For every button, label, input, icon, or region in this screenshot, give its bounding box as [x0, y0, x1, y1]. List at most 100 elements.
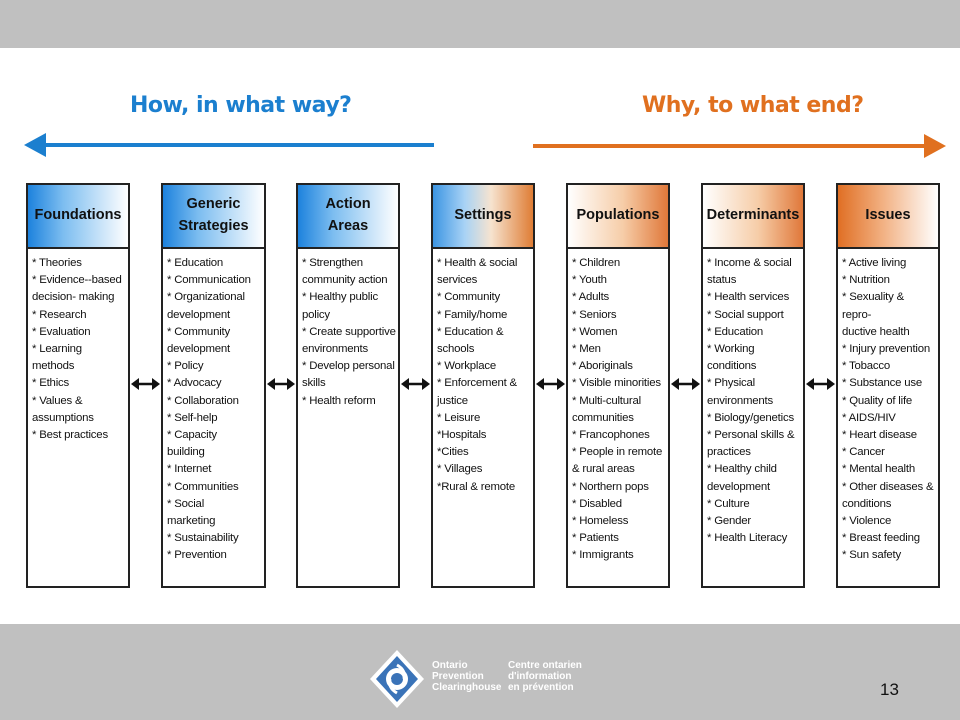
double-arrow-icon [267, 378, 295, 390]
list-item: * Personal skills & practices [707, 429, 795, 459]
list-item: * Strengthen community action [302, 257, 388, 287]
column-title: Populations [568, 185, 668, 249]
list-item: * Violence [842, 515, 892, 528]
list-item: * Sustainability [167, 532, 239, 545]
column-title: Settings [433, 185, 533, 249]
list-item: * Disabled [572, 497, 622, 510]
list-item: * Enforcement & justice [437, 377, 517, 407]
list-item: * Internet [167, 463, 212, 476]
list-item: * Sun safety [842, 549, 902, 562]
list-item: * Evidence--based decision- making [32, 274, 122, 304]
how-heading: How, in what way? [130, 93, 352, 118]
list-item: * Villages [437, 463, 483, 476]
list-item: * Women [572, 325, 618, 338]
double-arrow-icon [671, 378, 700, 390]
list-item: * Health & social services [437, 257, 518, 287]
list-item: * Community [437, 291, 500, 304]
list-item: * Learning methods [32, 343, 82, 373]
double-arrow-icon [536, 378, 565, 390]
list-item: * Mental health [842, 463, 915, 476]
item-list: * Active living * Nutrition * Sexuality & … [838, 249, 938, 565]
list-item: * Gender [707, 515, 751, 528]
column-issues: Issues * Active living * Nutrition * Sexua… [836, 183, 940, 588]
item-list: * Strengthen community action * Healthy p… [298, 249, 398, 410]
list-item: * Communities [167, 480, 239, 493]
page-number: 13 [880, 680, 899, 699]
list-item: * Advocacy [167, 377, 222, 390]
list-item: * People in remote & rural areas [572, 446, 663, 476]
list-item: * Aboriginals [572, 360, 633, 373]
list-item: * Develop personal skills [302, 360, 395, 390]
list-item: *Cities [437, 446, 469, 459]
column-title: Action Areas [298, 185, 398, 249]
column-title: Issues [838, 185, 938, 249]
list-item: * Collaboration [167, 394, 239, 407]
list-item: * Create supportive environments [302, 325, 396, 356]
list-item: * Education & schools [437, 325, 504, 356]
list-item: * Ethics [32, 377, 70, 390]
list-item: * Communication [167, 274, 251, 287]
list-item: * Francophones [572, 429, 650, 442]
list-item: * Breast feeding [842, 532, 920, 545]
list-item: * Capacity building [167, 429, 217, 459]
list-item: * Visible minorities [572, 377, 661, 390]
list-item: * Evaluation [32, 325, 91, 338]
column-determinants: Determinants * Income & social status * H… [701, 183, 805, 588]
list-item: * Community development [167, 325, 231, 356]
list-item: * AIDS/HIV [842, 411, 896, 424]
footer-bar [0, 624, 960, 720]
list-item: * Quality of life [842, 394, 913, 407]
list-item: * Social marketing [167, 497, 216, 528]
list-item: * Workplace [437, 360, 496, 373]
list-item: *Hospitals [437, 429, 487, 442]
item-list: * Health & social services * Community * F… [433, 249, 533, 496]
org-name-french: Centre ontarien d'information en prévent… [508, 660, 582, 693]
list-item: * Health Literacy [707, 532, 788, 545]
list-item: * Patients [572, 532, 619, 545]
column-title: Generic Strategies [163, 185, 264, 249]
column-populations: Populations * Children* Youth* Adults* S… [566, 183, 670, 588]
clearinghouse-logo-icon [370, 650, 424, 708]
item-list: * Children* Youth* Adults* Seniors* Wome… [568, 249, 668, 565]
list-item: * Active living [842, 257, 907, 269]
double-arrow-icon [806, 378, 835, 390]
list-item: * Self-help [167, 411, 218, 424]
list-item: * Working conditions [707, 343, 757, 373]
list-item: * Family/home [437, 308, 508, 321]
list-item: * Health reform [302, 394, 376, 407]
list-item: * Northern pops [572, 480, 649, 493]
list-item: * Health services [707, 291, 790, 304]
list-item: *Rural & remote [437, 480, 516, 493]
list-item: * Healthy child development [707, 463, 777, 493]
list-item: * Men [572, 343, 601, 356]
list-item: * Substance use [842, 377, 922, 390]
list-item: * Healthy public policy [302, 291, 378, 321]
list-item: * Homeless [572, 515, 629, 528]
org-name-english: Ontario Prevention Clearinghouse [432, 660, 502, 693]
list-item: * Immigrants [572, 549, 634, 562]
list-item: * Injury prevention [842, 343, 931, 356]
why-heading: Why, to what end? [642, 93, 864, 118]
list-item: * Theories [32, 257, 82, 269]
double-arrow-icon [131, 378, 160, 390]
list-item: * Culture [707, 497, 750, 510]
list-item: * Organizational development [167, 291, 245, 321]
direction-arrows [24, 133, 946, 158]
list-item: * Youth [572, 274, 607, 287]
left-arrow-icon [24, 133, 434, 157]
list-item: * Other diseases & conditions [842, 480, 934, 510]
list-item: * Adults [572, 291, 610, 304]
list-item: * Research [32, 308, 87, 321]
column-title: Determinants [703, 185, 803, 249]
item-list: * Education* Communication* Organization… [163, 249, 264, 565]
list-item: * Sexuality & repro- ductive health [842, 291, 910, 338]
list-item: * Policy [167, 360, 204, 373]
list-item: * Physical environments [707, 377, 773, 407]
column-action-areas: Action Areas * Strengthen community acti… [296, 183, 400, 588]
list-item: * Nutrition [842, 274, 890, 287]
list-item: * Tobacco [842, 360, 891, 373]
column-settings: Settings * Health & social services * Com… [431, 183, 535, 588]
list-item: * Income & social status [707, 257, 792, 287]
column-title: Foundations [28, 185, 128, 249]
list-item: * Best practices [32, 429, 108, 442]
